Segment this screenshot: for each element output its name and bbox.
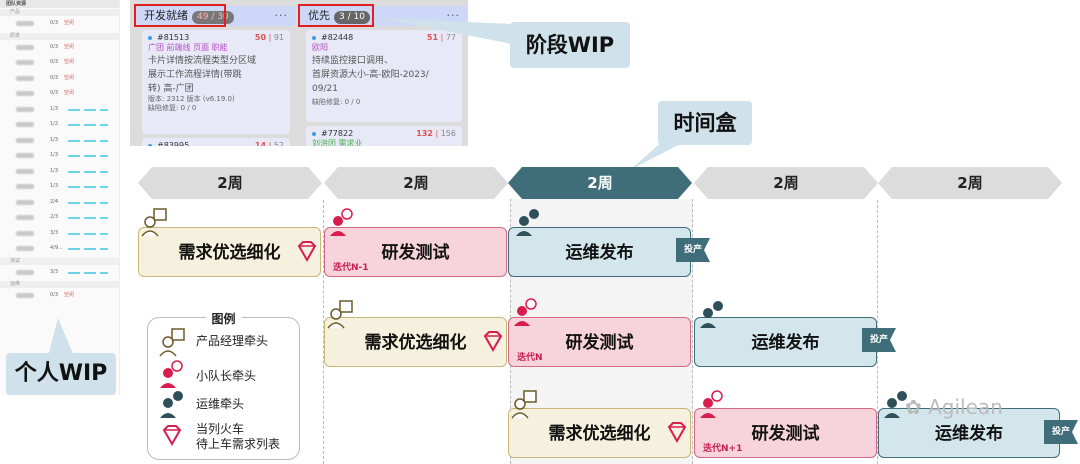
ops-lead-icon: [160, 391, 183, 418]
personal-wip-callout: 个人WIP: [6, 353, 116, 395]
member-row: 1/3: [0, 102, 119, 118]
period-arrow: 2周: [878, 167, 1062, 199]
legend-item: 运维牵头: [196, 397, 245, 411]
wip-badge: 3 / 10: [334, 11, 370, 24]
group-label: 研发: [0, 32, 119, 40]
member-row: 1/3: [0, 148, 119, 164]
squad-lead-icon: [330, 208, 353, 236]
product-manager-icon: [511, 390, 537, 419]
team-panel-header: 团队资源: [0, 0, 119, 8]
squad-lead-icon: [514, 298, 537, 326]
req-refine-box: 需求优选细化: [508, 408, 691, 458]
member-row: 4/9...: [0, 241, 119, 257]
group-label: 测试: [0, 257, 119, 265]
legend-item: 小队长牵头: [196, 369, 257, 383]
period-arrow: 2周: [324, 167, 508, 199]
legend-title: 图例: [205, 310, 242, 327]
member-row: 3/3: [0, 226, 119, 242]
legend-item: 产品经理牵头: [196, 334, 269, 348]
column-menu-icon[interactable]: ···: [274, 9, 288, 22]
kanban-card[interactable]: #77822 132 | 156 刘洪团 需求业: [306, 126, 462, 146]
period-arrow-current: 2周: [508, 167, 692, 199]
gem-icon: [162, 425, 182, 447]
period-divider: [323, 200, 324, 464]
wip-badge: 49 / 30: [192, 11, 234, 24]
gem-icon: [667, 422, 687, 444]
watermark: ✿ Agilean: [905, 395, 1003, 419]
legend-item: 当列火车: [196, 422, 245, 436]
release-flag: 投产: [862, 328, 896, 356]
member-row: 1/3: [0, 164, 119, 180]
kanban-card[interactable]: #81513 50 | 91 广团 前端线 页面 职能 卡片详情按流程类型分区域…: [142, 30, 290, 134]
member-row: 1/3: [0, 133, 119, 149]
dev-test-box: 研发测试迭代N: [508, 317, 691, 367]
kanban-card[interactable]: #82448 51 | 77 欧阳 持续监控接口调用、 首屏资源大小-高-欧阳-…: [306, 30, 462, 122]
group-label: 运维: [0, 281, 119, 288]
period-arrow: 2周: [694, 167, 878, 199]
ops-release-box: 运维发布: [508, 227, 691, 277]
req-refine-box: 需求优选细化: [324, 317, 507, 367]
ops-release-box: 运维发布: [878, 408, 1060, 458]
release-flag: 投产: [676, 238, 710, 266]
wechat-icon: ✿: [905, 395, 929, 419]
stage-wip-callout: 阶段WIP: [510, 22, 630, 68]
req-refine-box: 需求优选细化: [138, 227, 321, 277]
release-flag: 投产: [1044, 420, 1078, 448]
gem-icon: [483, 331, 503, 353]
member-row: 3/3: [0, 265, 119, 281]
ops-release-box: 运维发布: [694, 317, 877, 367]
member-row: 2/4: [0, 195, 119, 211]
period-arrow: 2周: [138, 167, 322, 199]
callout-pointer: [630, 140, 688, 170]
product-manager-icon: [327, 300, 353, 329]
member-row: 2/3: [0, 210, 119, 226]
dev-test-box: 研发测试迭代N+1: [694, 408, 877, 458]
ops-lead-icon: [700, 301, 723, 328]
member-row: 1/2: [0, 117, 119, 133]
callout-pointer: [380, 18, 512, 44]
callout-pointer: [48, 318, 74, 356]
product-manager-icon: [159, 328, 185, 357]
product-manager-icon: [141, 208, 167, 237]
dev-test-box: 研发测试迭代N-1: [324, 227, 507, 277]
ops-lead-icon: [884, 391, 907, 418]
gem-icon: [297, 241, 317, 263]
squad-lead-icon: [700, 390, 723, 418]
legend-item: 待上车需求列表: [196, 437, 281, 451]
squad-lead-icon: [160, 360, 183, 388]
kanban-card[interactable]: #83995 14 | 52: [142, 138, 290, 146]
timebox-callout: 时间盒: [658, 101, 752, 145]
column-menu-icon[interactable]: ···: [446, 9, 460, 22]
stage-wip-highlight-1: [134, 4, 226, 27]
legend: 图例 产品经理牵头 小队长牵头 运维牵头 当列火车 待上车需求列表: [147, 310, 300, 460]
member-row: 1/3: [0, 179, 119, 195]
group-label: 产品: [0, 9, 119, 16]
ops-lead-icon: [516, 209, 539, 236]
stage-wip-highlight-2: [298, 4, 374, 27]
